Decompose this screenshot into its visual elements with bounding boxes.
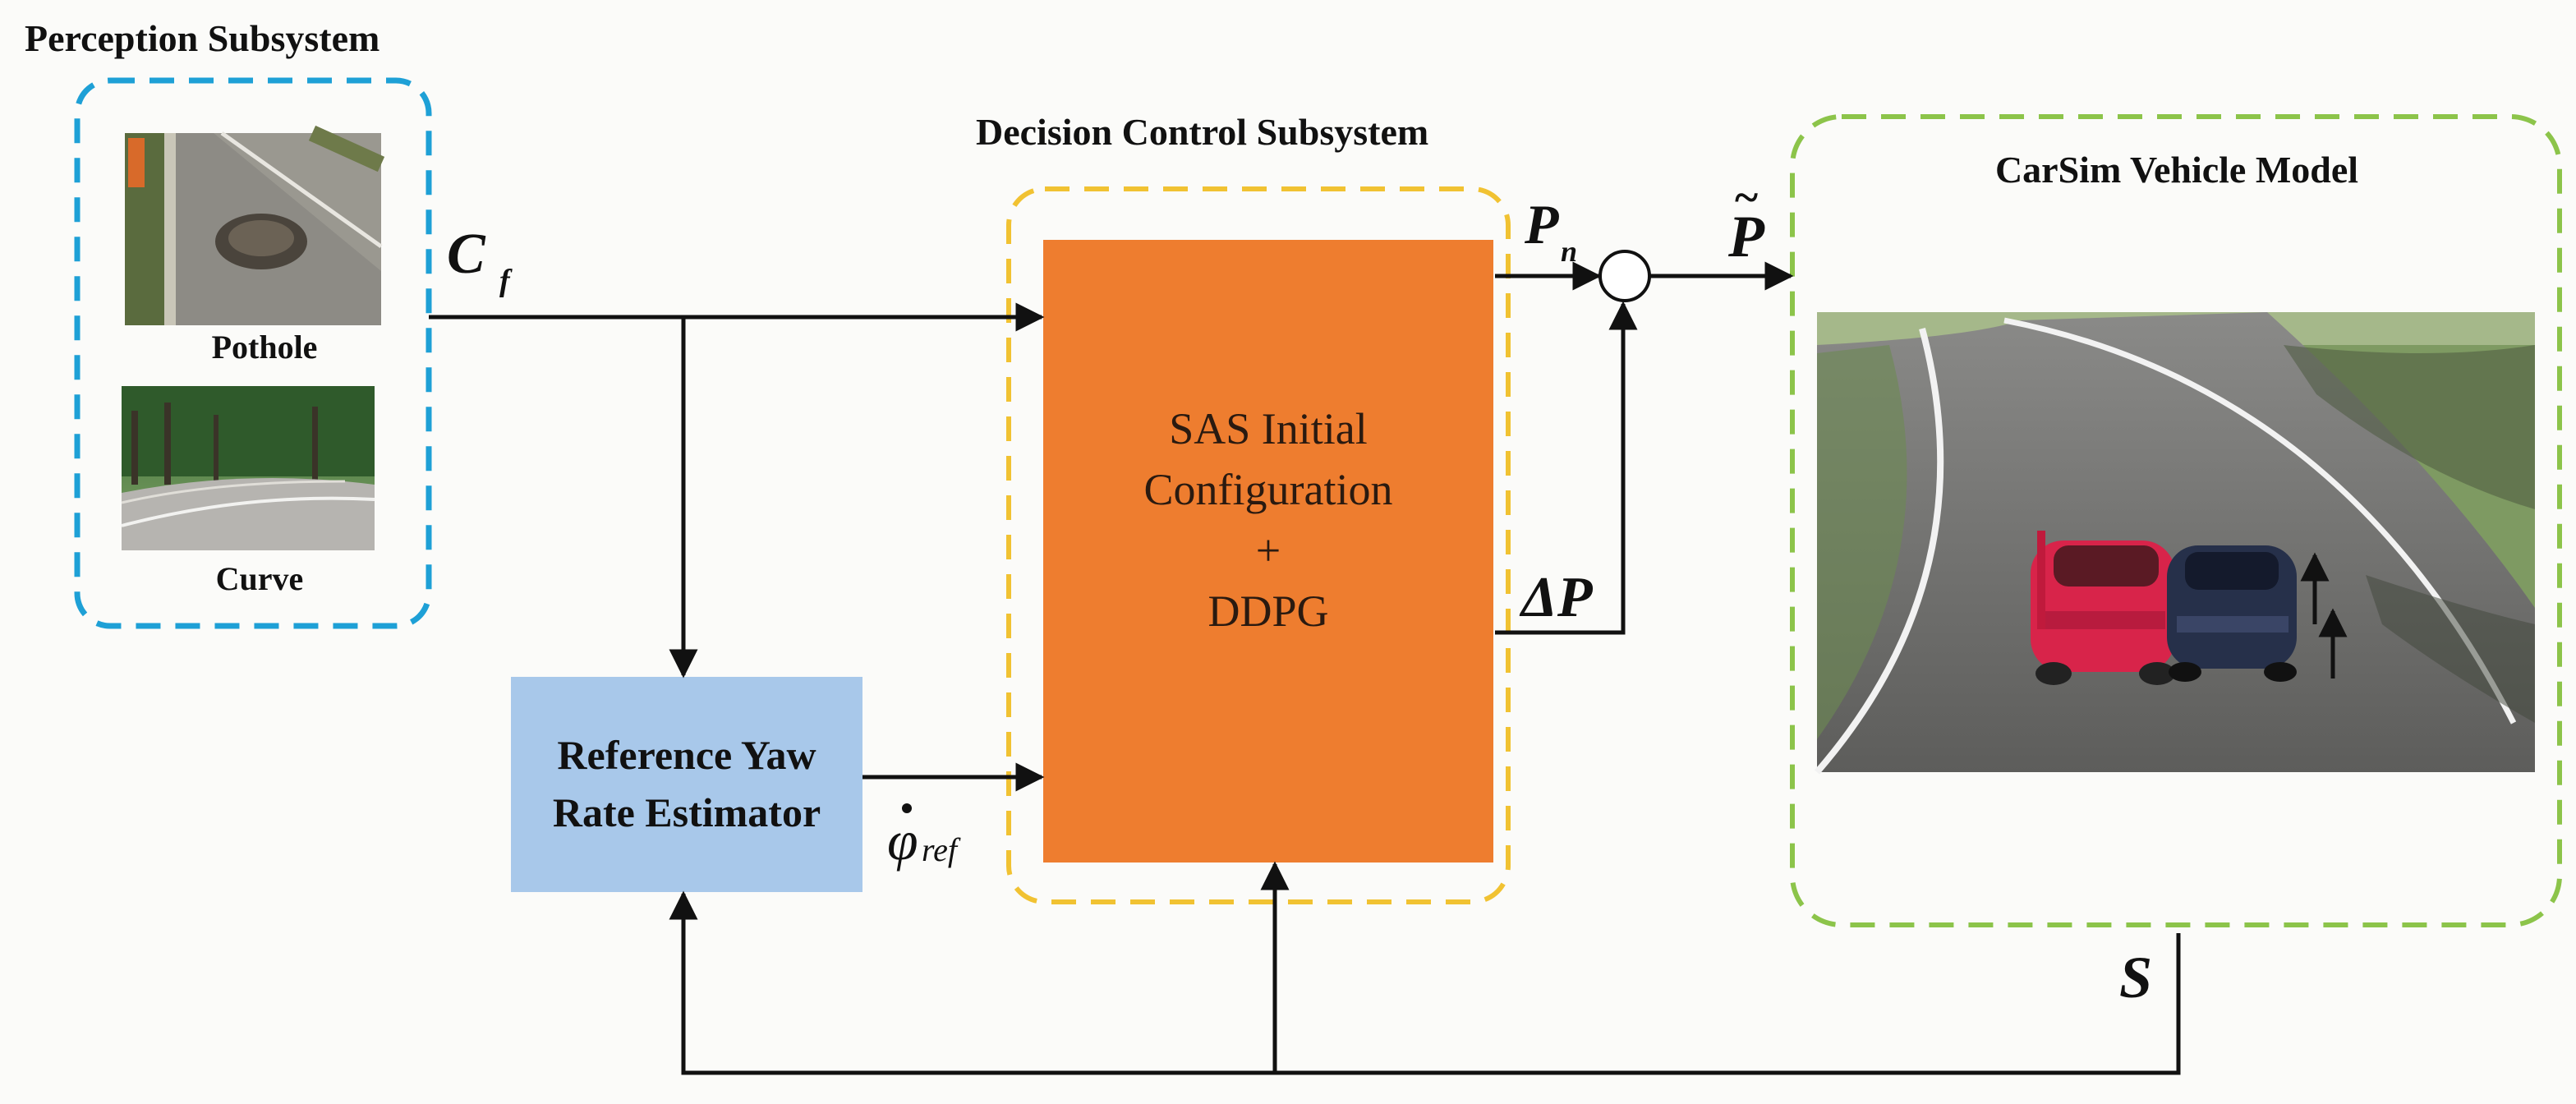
delta-p-symbol: ΔP — [1519, 566, 1594, 629]
ddpg-line-4: DDPG — [1208, 586, 1328, 636]
s-state-symbol: S — [2119, 945, 2152, 1010]
decision-title: Decision Control Subsystem — [976, 111, 1428, 153]
p-tilde-symbol: P — [1727, 204, 1765, 269]
carsim-scene-image — [1814, 312, 2535, 775]
cf-subscript: f — [499, 264, 513, 298]
yaw-rate-estimator-block — [511, 677, 862, 892]
ddpg-line-1: SAS Initial — [1169, 404, 1368, 453]
estimator-line-2: Rate Estimator — [553, 789, 821, 835]
tilde-accent: ~ — [1735, 172, 1758, 222]
signal-connections — [429, 261, 2181, 1075]
curve-caption: Curve — [216, 560, 304, 597]
state-feedback-to-estimator-arrow — [669, 890, 2181, 1075]
phi-symbol: φ — [887, 809, 918, 872]
vehicle-model-border — [1790, 114, 2562, 927]
phi-dot — [902, 803, 912, 813]
pn-subscript: n — [1561, 235, 1577, 268]
estimator-line-1: Reference Yaw — [557, 732, 816, 778]
cf-symbol: C — [447, 223, 486, 286]
perception-subsystem-border — [74, 77, 432, 629]
pn-symbol: P — [1524, 193, 1559, 255]
phi-subscript: ref — [922, 831, 961, 868]
vehicle-title: CarSim Vehicle Model — [1995, 149, 2358, 191]
ddpg-line-2: Configuration — [1144, 465, 1393, 514]
perception-title: Perception Subsystem — [25, 17, 380, 59]
summing-junction — [1598, 250, 1651, 302]
decision-subsystem-border — [1006, 186, 1511, 904]
pothole-caption: Pothole — [212, 329, 318, 366]
pothole-image — [125, 125, 385, 325]
delta-p-to-sum-arrow — [1495, 301, 1638, 635]
ddpg-line-3: + — [1256, 526, 1281, 575]
curve-image — [121, 386, 375, 550]
ddpg-block — [1043, 240, 1493, 862]
